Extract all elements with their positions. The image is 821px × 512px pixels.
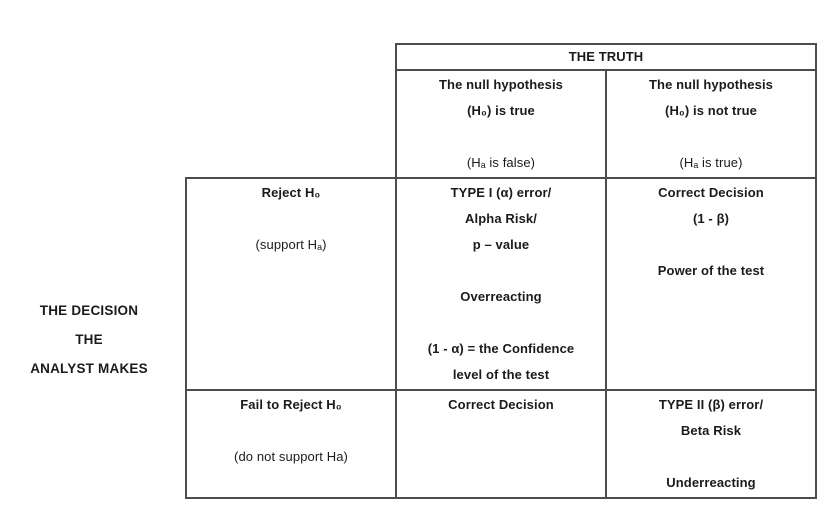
- column-header-note: (Hₐ is true): [679, 155, 743, 170]
- empty-corner-cell: [186, 44, 396, 70]
- decision-matrix-table: THE TRUTH The null hypothesis (H₀) is tr…: [185, 43, 817, 499]
- cell-line: TYPE I (α) error/: [450, 185, 552, 200]
- decision-axis-label-line: THE DECISION: [39, 303, 139, 318]
- spacer-line: [399, 418, 603, 444]
- decision-axis-label-line: THE: [75, 332, 103, 347]
- decision-axis-label-line: ANALYST MAKES: [30, 361, 148, 376]
- empty-corner-cell: [186, 70, 396, 178]
- cell-line: Underreacting: [666, 475, 756, 490]
- column-header-null-true: The null hypothesis (H₀) is true (Hₐ is …: [395, 69, 607, 179]
- truth-header-row: THE TRUTH: [186, 43, 817, 71]
- spacer-line: [609, 444, 813, 470]
- spacer-line: [399, 470, 603, 496]
- reject-row: Reject H₀ (support Hₐ) TYPE I (α) error/…: [185, 177, 817, 391]
- row-header-title: Reject H₀: [261, 185, 321, 200]
- row-header-note: (do not support Ha): [234, 449, 348, 464]
- truth-header-cell: THE TRUTH: [395, 43, 817, 71]
- column-headers-row: The null hypothesis (H₀) is true (Hₐ is …: [186, 69, 817, 179]
- cell-line: p – value: [472, 237, 530, 252]
- cell-line: level of the test: [452, 367, 550, 382]
- cell-line: TYPE II (β) error/: [658, 397, 764, 412]
- cell-line: Alpha Risk/: [465, 211, 537, 226]
- spacer-line: [399, 310, 603, 336]
- column-header-line: (H₀) is not true: [665, 103, 757, 118]
- cell-type-i-error: TYPE I (α) error/ Alpha Risk/ p – value …: [395, 177, 607, 391]
- column-header-line: (H₀) is true: [467, 103, 535, 118]
- row-header-reject: Reject H₀ (support Hₐ): [185, 177, 397, 391]
- spacer-line: [609, 232, 813, 258]
- column-header-null-not-true: The null hypothesis (H₀) is not true (Hₐ…: [605, 69, 817, 179]
- cell-line: Beta Risk: [680, 423, 742, 438]
- spacer-line: [399, 444, 603, 470]
- column-header-note: (Hₐ is false): [466, 155, 536, 170]
- cell-correct-decision-power: Correct Decision (1 - β) Power of the te…: [605, 177, 817, 391]
- cell-correct-decision: Correct Decision: [395, 389, 607, 499]
- row-header-title: Fail to Reject H₀: [240, 397, 342, 412]
- spacer-line: [399, 124, 603, 150]
- decision-axis-label: THE DECISION THE ANALYST MAKES: [0, 296, 178, 383]
- spacer-line: [399, 258, 603, 284]
- cell-line: (1 - α) = the Confidence: [427, 341, 575, 356]
- spacer-line: [189, 206, 393, 232]
- spacer-line: [189, 418, 393, 444]
- row-header-fail-to-reject: Fail to Reject H₀ (do not support Ha): [185, 389, 397, 499]
- column-header-line: The null hypothesis: [439, 77, 563, 92]
- cell-line: Overreacting: [460, 289, 542, 304]
- fail-to-reject-row: Fail to Reject H₀ (do not support Ha) Co…: [185, 389, 817, 499]
- cell-line: Correct Decision: [448, 397, 554, 412]
- cell-line: Power of the test: [657, 263, 765, 278]
- spacer-line: [189, 470, 393, 496]
- row-header-note: (support Hₐ): [255, 237, 327, 252]
- column-header-line: The null hypothesis: [649, 77, 773, 92]
- cell-line: Correct Decision: [658, 185, 764, 200]
- spacer-line: [609, 124, 813, 150]
- cell-type-ii-error: TYPE II (β) error/ Beta Risk Underreacti…: [605, 389, 817, 499]
- cell-line: (1 - β): [692, 211, 730, 226]
